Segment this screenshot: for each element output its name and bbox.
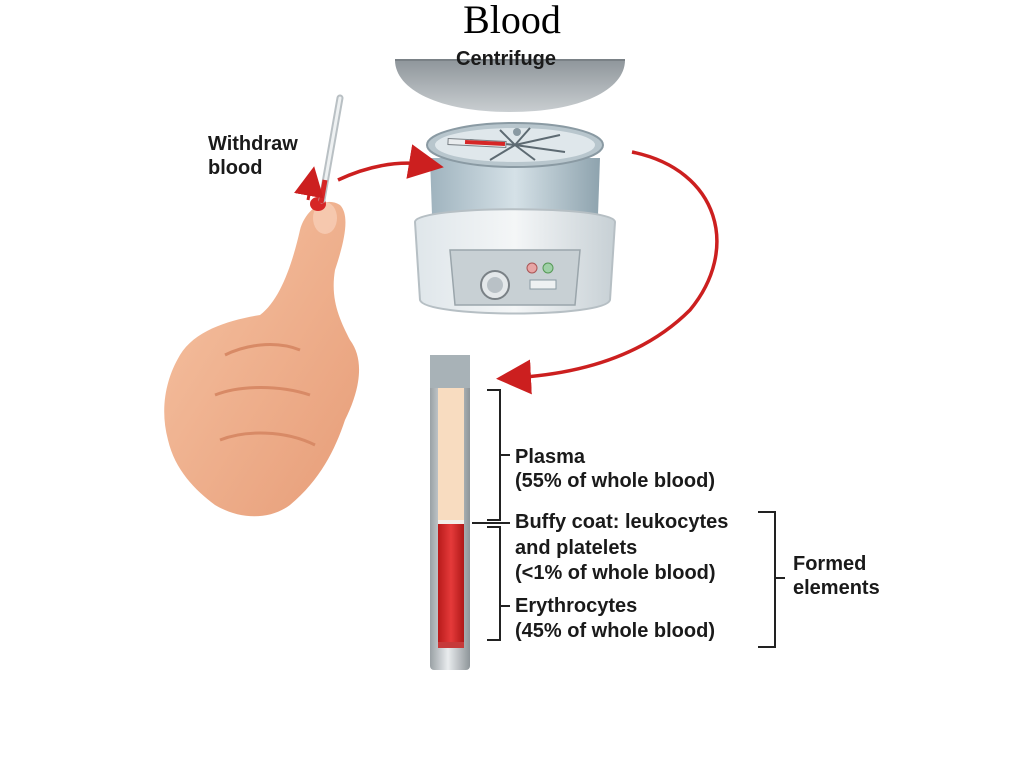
bracket-lines [472, 389, 785, 648]
withdraw-arrow [294, 166, 324, 201]
page-title: Blood [463, 0, 561, 42]
plasma-label-line1: Plasma [515, 446, 586, 468]
erythrocytes-label-line2: (45% of whole blood) [515, 620, 715, 642]
buffy-coat-label-line2: and platelets [515, 537, 638, 559]
buffy-coat-label-line1: Buffy coat: leukocytes [515, 511, 729, 533]
formed-elements-label-line2: elements [793, 577, 880, 599]
centrifuge-illustration [395, 59, 625, 315]
capillary-tube [318, 94, 344, 204]
withdraw-label-line1: Withdraw [208, 133, 298, 155]
arrow-to-tube [496, 150, 719, 395]
arrow-to-centrifuge [337, 144, 444, 182]
test-tube [430, 355, 470, 670]
hand-illustration [164, 197, 360, 517]
plasma-label-line2: (55% of whole blood) [515, 470, 715, 492]
centrifuge-label: Centrifuge [456, 48, 556, 70]
erythrocytes-label-line1: Erythrocytes [515, 595, 638, 617]
withdraw-label-line2: blood [208, 157, 263, 179]
buffy-coat-label-line3: (<1% of whole blood) [515, 562, 716, 584]
formed-elements-label-line1: Formed [793, 553, 867, 575]
